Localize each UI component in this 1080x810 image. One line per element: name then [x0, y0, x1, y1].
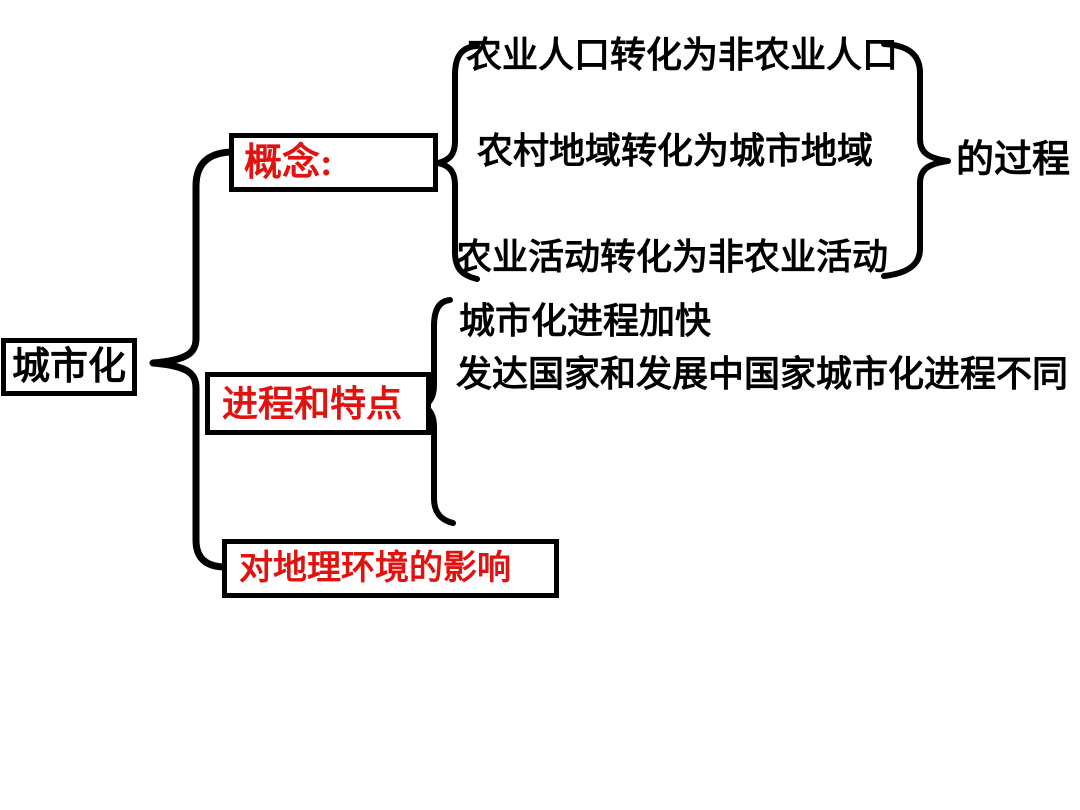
concept-item-population: 农业人口转化为非农业人口	[466, 35, 899, 75]
process-item-speed: 城市化进程加快	[459, 301, 712, 341]
brace-root	[149, 148, 235, 571]
node-urbanization: 城市化	[1, 338, 137, 396]
node-process: 进程和特点	[205, 372, 431, 435]
brace-concept-open	[435, 43, 480, 282]
node-concept-label: 概念:	[244, 141, 333, 184]
node-urbanization-label: 城市化	[11, 346, 126, 388]
process-item-countries: 发达国家和发展中国家城市化进程不同	[456, 354, 1069, 394]
concept-item-area: 农村地域转化为城市地域	[477, 131, 874, 171]
concept-suffix: 的过程	[956, 139, 1071, 181]
concept-item-activity: 农业活动转化为非农业活动	[456, 237, 889, 277]
node-impact-label: 对地理环境的影响	[239, 549, 511, 587]
brace-concept-close	[881, 41, 951, 279]
node-process-label: 进程和特点	[222, 383, 403, 424]
node-concept: 概念:	[229, 133, 438, 192]
node-impact: 对地理环境的影响	[222, 539, 559, 598]
